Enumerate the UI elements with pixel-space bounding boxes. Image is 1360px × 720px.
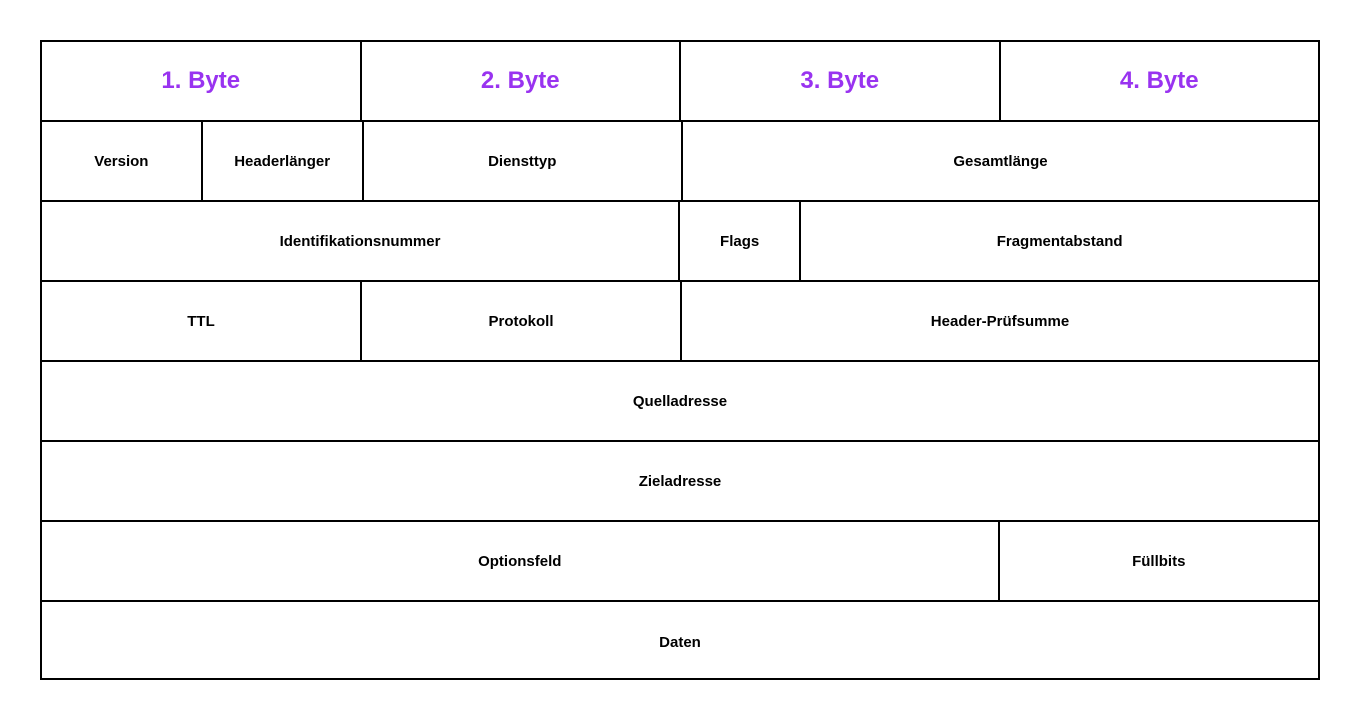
byte-header-4: 4. Byte xyxy=(1000,42,1318,122)
field-options: Optionsfeld xyxy=(42,522,1000,602)
field-flags: Flags xyxy=(680,202,802,282)
field-source-address: Quelladresse xyxy=(42,362,1318,442)
byte-header-2: 2. Byte xyxy=(361,42,681,122)
field-ttl: TTL xyxy=(42,282,362,362)
field-total-length: Gesamtlänge xyxy=(683,122,1318,202)
field-data: Daten xyxy=(659,633,701,651)
byte-header-1: 1. Byte xyxy=(42,42,362,122)
byte-header-3: 3. Byte xyxy=(681,42,1001,122)
field-destination-address: Zieladresse xyxy=(42,442,1318,522)
word-row-7: Daten xyxy=(42,602,1318,682)
word-row-4: Quelladresse xyxy=(42,362,1318,442)
field-header-length: Headerlänger xyxy=(202,122,364,202)
field-identification: Identifikationsnummer xyxy=(42,202,680,282)
field-protocol: Protokoll xyxy=(362,282,682,362)
word-row-2: Identifikationsnummer Flags Fragmentabst… xyxy=(42,202,1318,282)
word-row-5: Zieladresse xyxy=(42,442,1318,522)
field-header-checksum: Header-Prüfsumme xyxy=(682,282,1318,362)
ipv4-header-diagram: 1. Byte 2. Byte 3. Byte 4. Byte Version … xyxy=(40,40,1320,680)
field-padding: Füllbits xyxy=(999,522,1318,602)
word-row-1: Version Headerlänger Diensttyp Gesamtlän… xyxy=(42,122,1318,202)
word-row-6: Optionsfeld Füllbits xyxy=(42,522,1318,602)
field-fragment-offset: Fragmentabstand xyxy=(801,202,1318,282)
field-version: Version xyxy=(42,122,203,202)
byte-header-row: 1. Byte 2. Byte 3. Byte 4. Byte xyxy=(42,42,1318,122)
field-service-type: Diensttyp xyxy=(363,122,683,202)
word-row-3: TTL Protokoll Header-Prüfsumme xyxy=(42,282,1318,362)
